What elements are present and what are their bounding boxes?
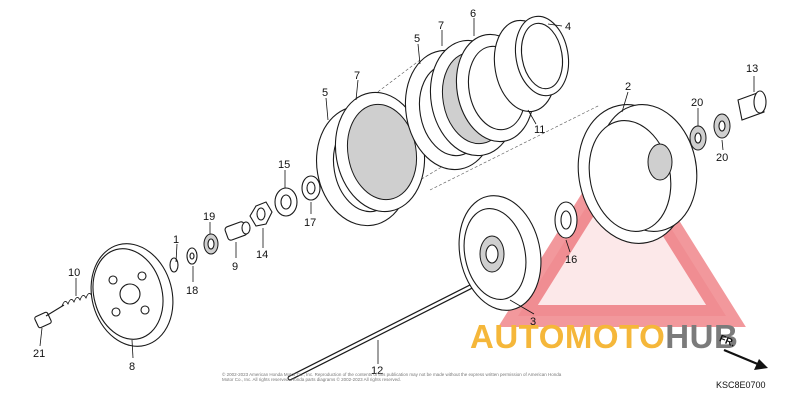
part-3-clutch-center [458,195,542,311]
part-13-collar [737,90,767,121]
part-1-circlip [169,257,179,273]
callout-4: 4 [565,21,571,33]
callout-14: 14 [256,249,268,261]
part-17-thrust-washer [301,175,321,201]
part-4-judder-seat [514,15,570,97]
callout-19: 19 [203,211,215,223]
watermark-logo: AUTOMOTOHUB [470,318,738,356]
part-20-needle-bearing-front [689,125,707,151]
part-8-pressure-plate [90,243,174,347]
part-12-push-rod [287,277,487,381]
callout-5-rear: 5 [414,33,420,45]
part-14-lock-nut [249,201,273,227]
callout-17: 17 [304,217,316,229]
callout-7-front: 7 [354,70,360,82]
callout-18: 18 [186,285,198,297]
callout-6: 6 [470,8,476,20]
part-15-lock-washer [274,187,298,217]
callout-labels: 1 2 3 4 5 5 6 7 7 8 9 10 11 12 13 14 15 … [33,8,758,377]
part-16-thrust-washer [554,201,578,239]
callout-1: 1 [173,234,179,246]
part-2-clutch-outer [577,104,698,244]
part-21-bolt [34,304,65,329]
callout-5-front: 5 [322,87,328,99]
callout-16: 16 [565,254,577,266]
callout-20-front: 20 [691,97,703,109]
callout-2: 2 [625,81,631,93]
callout-15: 15 [278,159,290,171]
callout-11: 11 [534,124,545,136]
callout-3: 3 [530,316,536,328]
part-19-bearing [203,233,219,255]
callout-21: 21 [33,348,45,360]
callout-7-rear: 7 [438,20,444,32]
callout-8: 8 [129,361,135,373]
callout-9: 9 [232,261,238,273]
copyright-notice: © 2002-2023 American Honda Motor Co., In… [222,372,562,382]
part-18-washer [186,247,198,265]
part-20-needle-bearing-rear [713,113,731,139]
callout-20-rear: 20 [716,152,728,164]
callout-10: 10 [68,267,80,279]
watermark-logo-part1: AUTOMOTO [470,318,666,355]
part-9-lifter [224,221,251,241]
part-7-clutch-plate-front [334,91,426,213]
diagram-code: KSC8E0700 [716,380,766,390]
part-10-spring [61,293,93,307]
front-direction-arrow-icon [723,348,768,370]
leader-lines [39,18,755,364]
callout-12: 12 [371,365,383,377]
watermark-logo-part2: HUB [665,318,739,355]
callout-13: 13 [746,63,758,75]
